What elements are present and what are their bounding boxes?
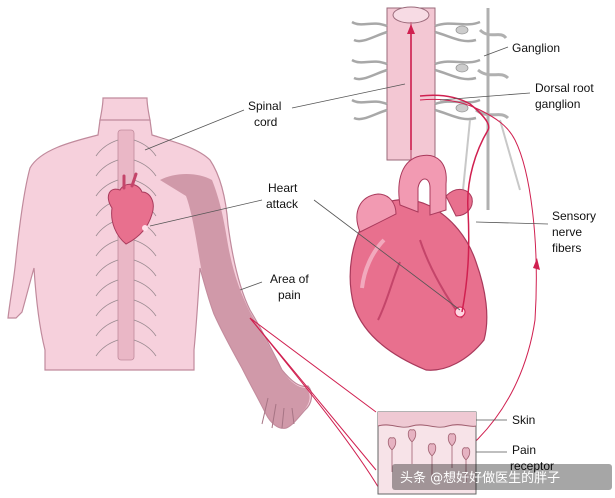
spinal-root-left xyxy=(351,58,388,81)
label-dorsal-root: Dorsal root xyxy=(535,81,594,95)
dorsal-root-ganglion xyxy=(455,25,469,35)
neck xyxy=(99,97,151,121)
label-spinal-cord: Spinal xyxy=(248,99,281,113)
chain-lines xyxy=(461,119,521,201)
label-area-pain: Area of xyxy=(270,272,309,286)
torso-heart-vessels xyxy=(122,172,138,190)
pain-receptor xyxy=(447,433,457,468)
skin-surface-line xyxy=(377,424,477,428)
spinal-nerve-right xyxy=(133,259,157,277)
leader-spinal-cord-2 xyxy=(291,83,406,109)
pain-receptor xyxy=(427,443,437,478)
label-sensory: Sensory xyxy=(552,209,596,223)
spinal-nerve-left xyxy=(95,139,119,157)
leader-sensory xyxy=(475,221,549,225)
leader-spinal-cord xyxy=(144,109,245,151)
label-spinal-cord-2: cord xyxy=(254,115,277,129)
spinal-nerve-right xyxy=(133,179,157,197)
spinal-nerve-right xyxy=(133,319,157,337)
skin-surface-layer xyxy=(378,412,476,426)
label-skin: Skin xyxy=(512,413,535,427)
arm-pain-area xyxy=(160,174,310,429)
torso-spine xyxy=(117,129,135,361)
labels: Ganglion Dorsal root ganglion Spinal cor… xyxy=(248,41,596,473)
leader-dorsal-root xyxy=(439,92,531,101)
spinal-root-left xyxy=(351,20,388,43)
spinal-nerve-right xyxy=(133,299,157,317)
pain-receptor xyxy=(461,447,471,482)
spinal-nerve-left xyxy=(95,239,119,257)
spinal-root-right xyxy=(434,20,481,43)
label-sensory-3: fibers xyxy=(552,241,581,255)
leader-ganglion xyxy=(483,46,509,57)
spinal-nerve-right xyxy=(133,339,157,357)
spinal-nerve-left xyxy=(95,179,119,197)
torso-heart-pain-spot xyxy=(142,225,148,231)
label-heart-attack-2: attack xyxy=(266,197,299,211)
spinal-nerve-right xyxy=(133,239,157,257)
torso-heart xyxy=(107,183,154,245)
label-heart-attack: Heart xyxy=(268,181,298,195)
label-dorsal-root-2: ganglion xyxy=(535,97,580,111)
heart-left-atrium xyxy=(356,193,397,233)
heart-pain-spot xyxy=(454,306,466,318)
watermark-text: 头条 @想好好做医生的胖子 xyxy=(400,470,560,486)
spinal-nerve-left xyxy=(95,319,119,337)
human-torso xyxy=(7,97,313,429)
sympathetic-chain xyxy=(475,8,510,210)
pain-receptor xyxy=(387,437,397,472)
spinal-nerve-left xyxy=(95,279,119,297)
hand-fingers xyxy=(261,397,295,429)
spinal-root-right xyxy=(434,58,481,81)
spinal-cord-top xyxy=(392,6,430,24)
spinal-nerve-left xyxy=(95,299,119,317)
label-pain-receptor-2: receptor xyxy=(510,459,554,473)
watermark: 头条 @想好好做医生的胖子 xyxy=(392,464,612,490)
label-ganglion: Ganglion xyxy=(512,41,560,55)
sensory-nerve-pathway xyxy=(249,24,540,491)
heart-vessel-right xyxy=(445,189,473,217)
spinal-nerve-right xyxy=(133,159,157,177)
leader-heart-attack-2 xyxy=(313,199,461,311)
nerve-heart-to-cord xyxy=(419,94,490,313)
skin-inset xyxy=(377,411,477,495)
large-heart xyxy=(349,154,488,371)
label-area-pain-2: pain xyxy=(278,288,301,302)
label-pain-receptor: Pain xyxy=(512,443,536,457)
leader-lines xyxy=(144,46,549,453)
label-sensory-2: nerve xyxy=(552,225,582,239)
leader-heart-attack xyxy=(149,199,263,227)
leader-area-pain xyxy=(239,281,263,291)
dorsal-root-ganglion xyxy=(455,63,469,73)
spinal-root-left xyxy=(351,98,388,121)
spinal-nerve-right xyxy=(133,279,157,297)
spinal-nerve-left xyxy=(95,339,119,357)
pain-receptor xyxy=(407,429,417,464)
nerve-arm-inner xyxy=(249,317,377,471)
nerve-arrow-up xyxy=(407,24,415,34)
pain-receptors xyxy=(387,429,471,482)
spinal-nerve-left xyxy=(95,159,119,177)
watermark-backdrop xyxy=(392,464,612,490)
spinal-nerve-right xyxy=(133,139,157,157)
nerve-arrow-mid xyxy=(533,258,540,270)
heart-highlight xyxy=(360,238,386,289)
dorsal-root-ganglion xyxy=(455,103,469,113)
heart-aorta xyxy=(398,154,447,216)
spinal-nerve-left xyxy=(95,259,119,277)
